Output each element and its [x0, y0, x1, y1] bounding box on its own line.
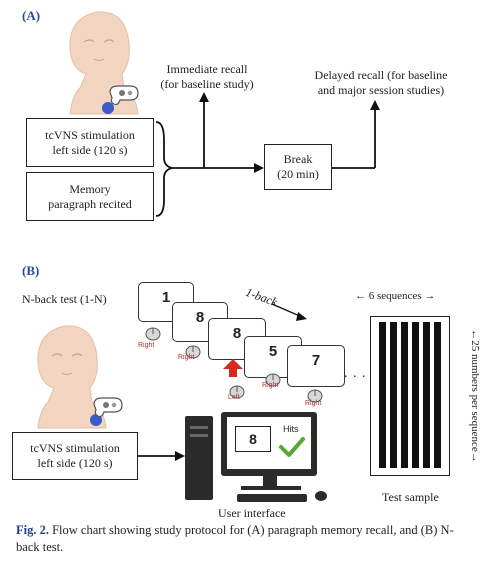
- nback-card: 7: [287, 345, 345, 387]
- panel-b-label: (B): [22, 263, 40, 278]
- sequences-label: ← 6 sequences →: [355, 290, 436, 302]
- mouse-icon: [185, 345, 201, 359]
- user-interface-label: User interface: [218, 506, 286, 520]
- sequence-bar: [379, 322, 386, 468]
- red-arrow-icon: [223, 359, 243, 377]
- stimulator-device-icon: [93, 397, 123, 418]
- memory-box: Memory paragraph recited: [26, 172, 154, 221]
- numbers-per-sequence-label: ←25 numbers per sequence→: [469, 329, 480, 463]
- sequence-bar: [412, 322, 419, 468]
- brace: [155, 121, 173, 217]
- head-illustration: [37, 325, 107, 429]
- flow-lines-a: [155, 92, 380, 217]
- mouse-icon: [265, 373, 281, 387]
- mouse-label: Right: [262, 382, 279, 389]
- sequence-bar: [401, 322, 408, 468]
- mouse-icon: [307, 389, 323, 403]
- mouse-label: Right: [305, 400, 322, 407]
- stim-box-a-line1: tcVNS stimulation: [45, 127, 135, 142]
- sequence-bar: [423, 322, 430, 468]
- caption-text: Flow chart showing study protocol for (A…: [16, 523, 454, 554]
- test-sample-box: [370, 316, 450, 476]
- nback-title: N-back test (1-N): [22, 292, 107, 306]
- caption-fig-label: Fig. 2.: [16, 523, 49, 537]
- break-box: Break (20 min): [264, 144, 332, 190]
- electrode-icon: [102, 102, 114, 114]
- memory-box-line1: Memory: [69, 181, 111, 196]
- hits-label: Hits: [283, 424, 299, 434]
- memory-box-line2: paragraph recited: [48, 196, 132, 211]
- ellipsis: . . .: [344, 366, 367, 381]
- stim-to-ui-arrow: [137, 451, 185, 461]
- delayed-recall-label: Delayed recall (for baseline and major s…: [314, 68, 448, 97]
- monitor-number: 8: [235, 426, 271, 452]
- panel-a-label: (A): [22, 8, 41, 23]
- break-box-line1: Break: [283, 152, 313, 166]
- stim-box-b-line1: tcVNS stimulation: [30, 441, 120, 455]
- test-sample-label: Test sample: [382, 490, 439, 504]
- mouse-icon: [229, 385, 245, 399]
- stimulator-device-icon: [109, 85, 139, 106]
- sequence-bar: [390, 322, 397, 468]
- break-box-line2: (20 min): [277, 167, 319, 181]
- immediate-recall-label: Immediate recall (for baseline study): [160, 62, 254, 91]
- keyboard: [237, 494, 307, 502]
- one-back-arrow: [271, 303, 307, 321]
- mouse-label: Left: [228, 394, 240, 401]
- mouse-label: Right: [138, 342, 155, 349]
- sequence-bar: [434, 322, 441, 468]
- stim-box-a-line2: left side (120 s): [52, 142, 128, 157]
- stim-box-b: tcVNS stimulation left side (120 s): [12, 432, 138, 480]
- figure-caption: Fig. 2. Flow chart showing study protoco…: [16, 522, 471, 556]
- mouse: [315, 491, 327, 501]
- stim-box-b-line2: left side (120 s): [37, 456, 113, 470]
- computer-illustration: [185, 412, 327, 502]
- mouse-label: Right: [178, 354, 195, 361]
- mouse-icon: [145, 327, 161, 341]
- stim-box-a: tcVNS stimulation left side (120 s): [26, 118, 154, 167]
- checkmark-icon: [279, 437, 305, 457]
